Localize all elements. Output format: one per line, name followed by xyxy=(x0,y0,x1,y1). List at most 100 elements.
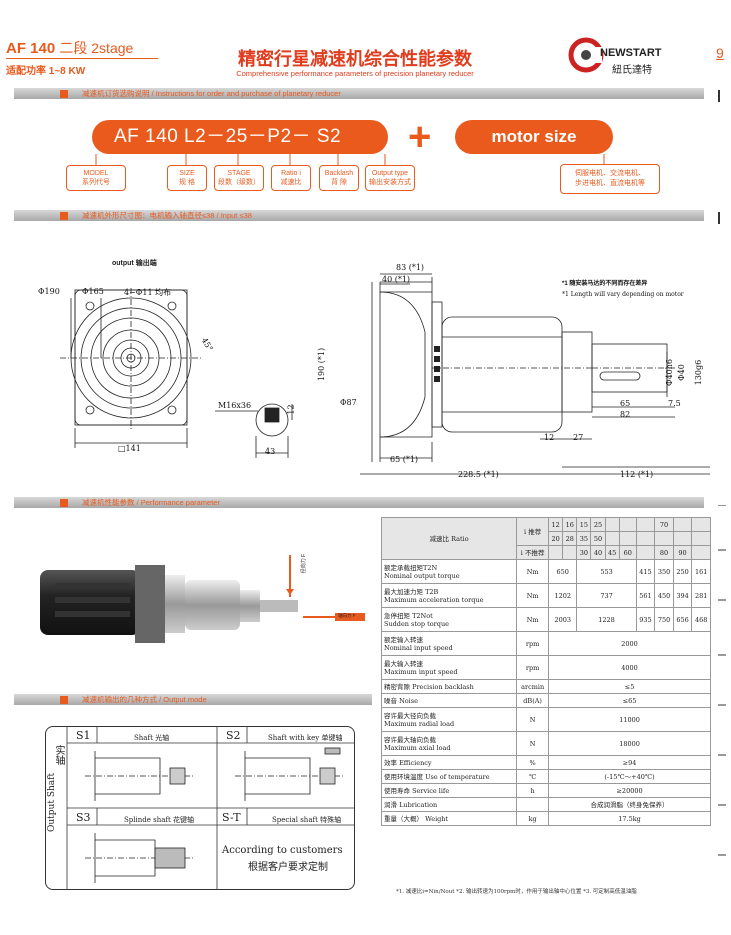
table-row: 使用寿命 Service life h ≥20000 xyxy=(380,783,711,798)
margin-ticks xyxy=(718,505,726,856)
ratio-cell xyxy=(604,531,620,546)
brand-name: NEWSTART xyxy=(600,47,662,59)
table-row: 润滑 Lubrication 合成润滑脂（终身免保养） xyxy=(380,797,711,812)
ratio-cell: 28 xyxy=(562,531,578,546)
section-title-dimension: 减速机外形尺寸图：电机输入轴直径≤38 / Input ≤38 xyxy=(82,211,252,220)
ratio-recommended-label: i 推荐 xyxy=(516,517,550,546)
ratio-cell xyxy=(562,545,578,560)
output-shaft-en: Output Shaft xyxy=(47,772,57,832)
table-row: 效率 Efficiency % ≥94 xyxy=(380,755,711,770)
margin-mark xyxy=(718,90,720,102)
dim-12-side: 12 xyxy=(544,433,555,442)
note-cn: *1 随安装马达的不同而存在差异 xyxy=(562,281,648,287)
param-name: 噪音 Noise xyxy=(380,693,518,708)
ratio-cell: 12 xyxy=(548,517,564,532)
margin-mark xyxy=(718,212,720,224)
param-name: 重量（大概） Weight xyxy=(380,811,518,826)
section-title-performance: 减速机性能参数 / Performance parameter xyxy=(82,498,220,507)
section-bullet xyxy=(60,90,68,98)
dim-d165: Φ165 xyxy=(82,287,104,296)
param-value: 2003 xyxy=(548,607,578,632)
dim-40: 40 (*1) xyxy=(382,275,411,284)
ratio-cell: 45 xyxy=(604,545,620,560)
s3-code: S3 xyxy=(76,811,91,824)
dim-12: 12 xyxy=(286,404,296,415)
side-view-drawing xyxy=(360,273,710,475)
custom-en: According to customers xyxy=(222,845,343,856)
dim-m16: M16x36 xyxy=(218,401,252,410)
section-bullet xyxy=(60,499,68,507)
param-value: 394 xyxy=(672,583,693,608)
param-value: 737 xyxy=(576,583,637,608)
model-title: AF 140 二段 2stage xyxy=(6,40,134,57)
output-shaft-cn: 实轴 xyxy=(53,745,64,765)
s1-label: Shaft 光轴 xyxy=(134,734,170,742)
param-unit: h xyxy=(516,783,550,798)
table-row: 精密背隙 Precision backlash arcmin ≤5 xyxy=(380,679,711,694)
ratio-row-2: 20 28 35 50 xyxy=(382,531,711,546)
s1-code: S1 xyxy=(76,729,91,742)
param-value: ≤65 xyxy=(548,693,711,708)
param-value: 561 xyxy=(635,583,656,608)
page-number: 9 xyxy=(716,45,724,61)
param-unit: Nm xyxy=(516,583,550,608)
dim-83: 83 (*1) xyxy=(396,263,425,272)
ratio-cell xyxy=(635,545,656,560)
dim-d87: Φ87 xyxy=(340,398,357,407)
ratio-label: 减速比 Ratio xyxy=(380,517,518,560)
param-value: 4000 xyxy=(548,655,711,680)
dim-d40h6: Φ40h6 xyxy=(664,359,674,386)
ratio-cell: 16 xyxy=(562,517,578,532)
ratio-cell: 60 xyxy=(618,545,637,560)
st-label: Special shaft 特殊轴 xyxy=(272,816,342,824)
param-value: ≥20000 xyxy=(548,783,711,798)
param-name: 使用寿命 Service life xyxy=(380,783,518,798)
s2-code: S2 xyxy=(226,729,241,742)
front-view-drawing xyxy=(60,288,293,458)
param-unit: ℃ xyxy=(516,769,550,784)
param-value: 468 xyxy=(691,607,711,632)
param-value: ≥94 xyxy=(548,755,711,770)
dim-130g6: 130g6 xyxy=(694,359,704,386)
param-unit: dB(A) xyxy=(516,693,550,708)
ratio-cell xyxy=(548,545,564,560)
power-range: 适配功率 1~8 KW xyxy=(6,66,86,77)
param-value: 350 xyxy=(654,559,674,584)
param-value: 2000 xyxy=(548,631,711,656)
ratio-cell xyxy=(618,517,637,532)
ratio-cell: 15 xyxy=(576,517,592,532)
param-name: 精密背隙 Precision backlash xyxy=(380,679,518,694)
dim-82: 82 xyxy=(620,410,631,419)
dim-43: 43 xyxy=(265,447,276,456)
param-value: 650 xyxy=(548,559,578,584)
dim-228-5: 228.5 (*1) xyxy=(458,470,499,479)
param-value: 415 xyxy=(635,559,656,584)
param-value: 250 xyxy=(672,559,693,584)
ratio-cell: 30 xyxy=(576,545,592,560)
param-name: 效率 Efficiency xyxy=(380,755,518,770)
param-unit: Nm xyxy=(516,559,550,584)
section-title-output: 减速机输出的几种方式 / Output mode xyxy=(82,695,207,704)
ratio-cell xyxy=(672,517,693,532)
spec-table: 减速比 Ratio i 推荐 12 16 15 25 70 20 28 35 5… xyxy=(380,517,711,826)
param-unit: kg xyxy=(516,811,550,826)
param-value: 656 xyxy=(672,607,693,632)
param-name: 使用环境温度 Use of temperature xyxy=(380,769,518,784)
ratio-cell: 70 xyxy=(654,517,674,532)
ratio-cell: 50 xyxy=(590,531,606,546)
param-value: 750 xyxy=(654,607,674,632)
table-footnote: *1. 减速比i=Nin/Nout *2. 输出转速为100rpm时，作用于输出… xyxy=(396,889,637,895)
param-unit: rpm xyxy=(516,631,550,656)
ratio-cell: 80 xyxy=(654,545,674,560)
